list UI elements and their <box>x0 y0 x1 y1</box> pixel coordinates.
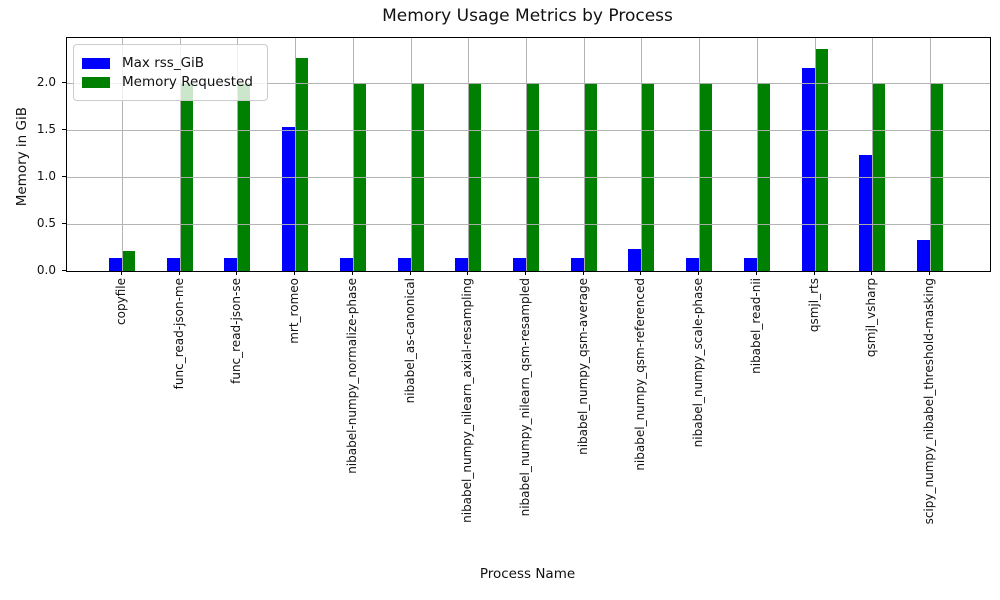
v-gridline <box>526 38 527 271</box>
v-gridline <box>583 38 585 271</box>
bar-max-rss <box>513 257 526 271</box>
bar-memory-requested <box>814 49 828 271</box>
x-tick-mark <box>698 271 700 275</box>
y-tick-label: 1.5 <box>36 122 56 137</box>
x-tick-label: nibabel_read-nii <box>748 278 763 374</box>
x-tick-label: qsmjl_vsharp <box>864 278 879 358</box>
x-tick-mark <box>178 271 180 275</box>
bar-max-rss <box>109 257 122 271</box>
plot-area: Max rss_GiB Memory Requested <box>66 37 991 272</box>
legend-swatch-max-rss <box>82 57 110 69</box>
x-tick-mark <box>929 271 930 275</box>
legend: Max rss_GiB Memory Requested <box>73 44 268 101</box>
chart-title: Memory Usage Metrics by Process <box>382 6 673 26</box>
bar-max-rss <box>455 257 469 271</box>
y-tick-label: 0.0 <box>36 263 56 277</box>
v-gridline <box>756 38 758 271</box>
bar-max-rss <box>282 127 296 271</box>
v-gridline <box>237 38 239 271</box>
y-tick-mark <box>62 82 66 84</box>
bar-max-rss <box>224 257 238 271</box>
bar-max-rss <box>628 248 642 271</box>
bar-max-rss <box>397 257 411 271</box>
y-tick-mark <box>62 129 66 131</box>
h-gridline <box>67 177 990 178</box>
y-tick-label: 2.0 <box>36 75 56 90</box>
x-tick-label: func_read-json-me <box>171 278 186 390</box>
bar-max-rss <box>339 257 353 271</box>
bar-memory-requested <box>295 57 309 271</box>
bar-max-rss <box>801 68 815 271</box>
x-tick-mark <box>813 271 815 275</box>
x-tick-label: qsmjl_rts <box>806 278 821 333</box>
v-gridline <box>122 38 123 271</box>
legend-swatch-memory-requested <box>82 76 110 88</box>
y-tick-mark <box>62 223 66 224</box>
x-tick-label: nibabel_as-canonical <box>402 278 417 404</box>
x-axis-label: Process Name <box>479 566 576 582</box>
x-tick-mark <box>640 271 642 275</box>
x-tick-label: copyfile <box>114 278 128 325</box>
x-tick-label: nibabel_numpy_scale-phase <box>691 278 706 448</box>
x-tick-mark <box>755 271 757 275</box>
x-tick-label: nibabel_numpy_qsm-referenced <box>633 278 648 471</box>
y-axis-label: Memory in GiB <box>14 107 30 207</box>
v-gridline <box>295 38 297 271</box>
y-tick-label: 1.0 <box>36 169 56 183</box>
h-gridline <box>67 130 990 132</box>
v-gridline <box>468 38 470 271</box>
h-gridline <box>67 83 990 85</box>
x-tick-mark <box>871 271 873 275</box>
x-tick-mark <box>525 271 526 275</box>
x-tick-mark <box>467 271 469 275</box>
x-tick-label: mrt_romeo <box>287 278 302 344</box>
legend-label: Memory Requested <box>122 74 253 90</box>
x-tick-label: func_read-json-se <box>229 278 244 384</box>
x-tick-label: nibabel_numpy_nilearn_qsm-resampled <box>518 278 532 517</box>
v-gridline <box>410 38 412 271</box>
x-tick-label: nibabel_numpy_qsm-average <box>575 278 590 455</box>
x-tick-mark <box>121 271 122 275</box>
x-tick-label: nibabel-numpy_normalize-phase <box>344 278 359 474</box>
x-tick-mark <box>236 271 238 275</box>
x-tick-label: scipy_numpy_nibabel_threshold-masking <box>922 278 936 525</box>
x-tick-mark <box>294 271 296 275</box>
v-gridline <box>814 38 816 271</box>
x-tick-mark <box>409 271 411 275</box>
h-gridline <box>67 224 990 225</box>
x-tick-mark <box>582 271 584 275</box>
legend-entry: Memory Requested <box>82 74 253 90</box>
v-gridline <box>352 38 354 271</box>
y-tick-mark <box>62 270 66 271</box>
legend-entry: Max rss_GiB <box>82 55 253 71</box>
bar-max-rss <box>743 257 757 271</box>
v-gridline <box>179 38 181 271</box>
x-tick-label: nibabel_numpy_nilearn_axial-resampling <box>460 278 475 523</box>
v-gridline <box>699 38 701 271</box>
y-tick-label: 0.5 <box>36 216 56 230</box>
bar-max-rss <box>166 257 180 271</box>
bar-max-rss <box>859 154 873 271</box>
y-tick-mark <box>62 176 66 177</box>
x-tick-mark <box>351 271 353 275</box>
legend-label: Max rss_GiB <box>122 55 205 71</box>
bar-max-rss <box>917 240 930 271</box>
v-gridline <box>930 38 931 271</box>
bar-max-rss <box>686 257 700 271</box>
bar-max-rss <box>570 257 584 271</box>
bar-memory-requested <box>122 251 135 271</box>
v-gridline <box>872 38 874 271</box>
v-gridline <box>641 38 643 271</box>
